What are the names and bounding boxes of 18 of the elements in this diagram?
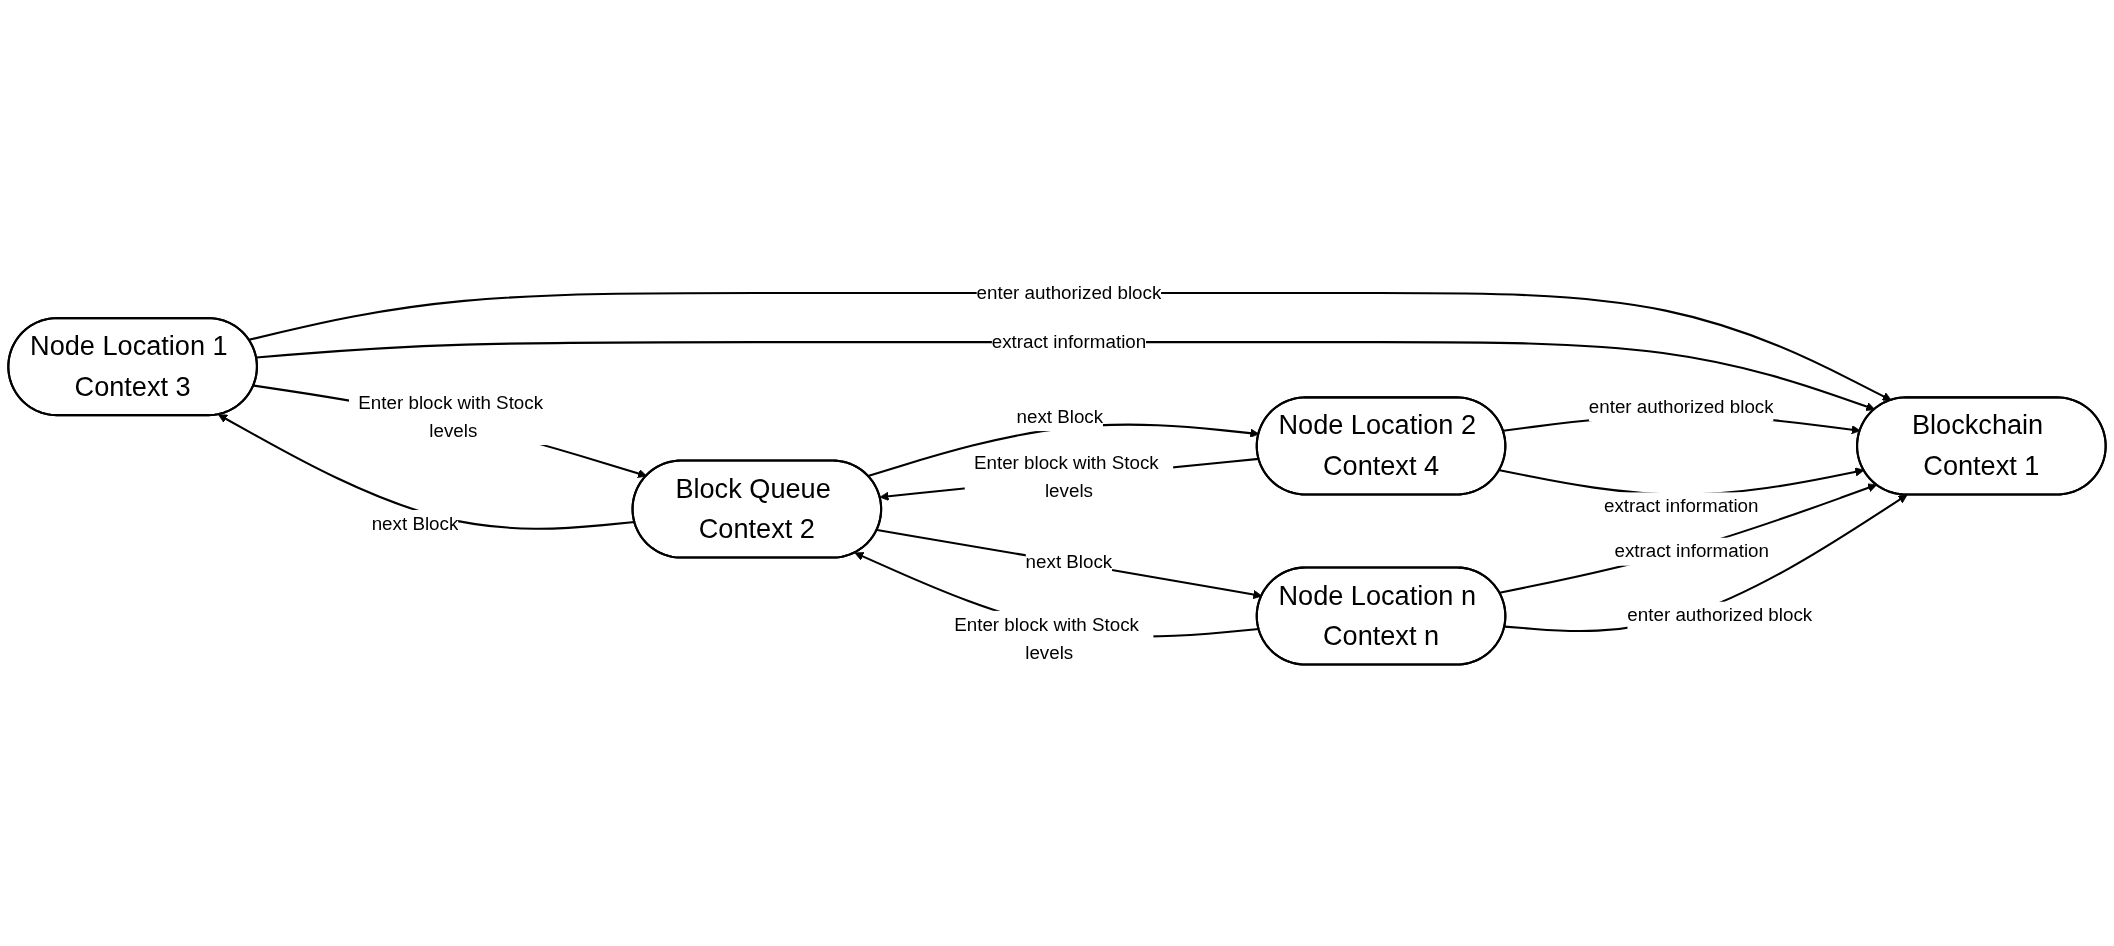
arrow — [876, 529, 1263, 600]
edge-label: next Block — [1025, 551, 1113, 573]
arrow — [256, 341, 1876, 411]
arrow — [1499, 483, 1877, 594]
edge-label: Enter block with Stock levels — [954, 613, 1139, 663]
edge-label: extract information — [1614, 540, 1769, 562]
edge-label: Enter block with Stock levels — [973, 452, 1159, 502]
edge-label: extract information — [1603, 495, 1759, 517]
edge-label: extract information — [991, 331, 1147, 353]
edge-label: next Block — [1016, 406, 1104, 428]
edge-label: Enter block with Stock levels — [358, 391, 544, 441]
arrow — [218, 414, 635, 530]
edge-label: enter authorized block — [1588, 396, 1774, 418]
edge-label: enter authorized block — [1627, 604, 1813, 626]
edge-label: next Block — [371, 513, 459, 534]
arrow — [1504, 494, 1908, 632]
arrow — [248, 292, 1892, 401]
edge-label: enter authorized block — [976, 282, 1162, 303]
